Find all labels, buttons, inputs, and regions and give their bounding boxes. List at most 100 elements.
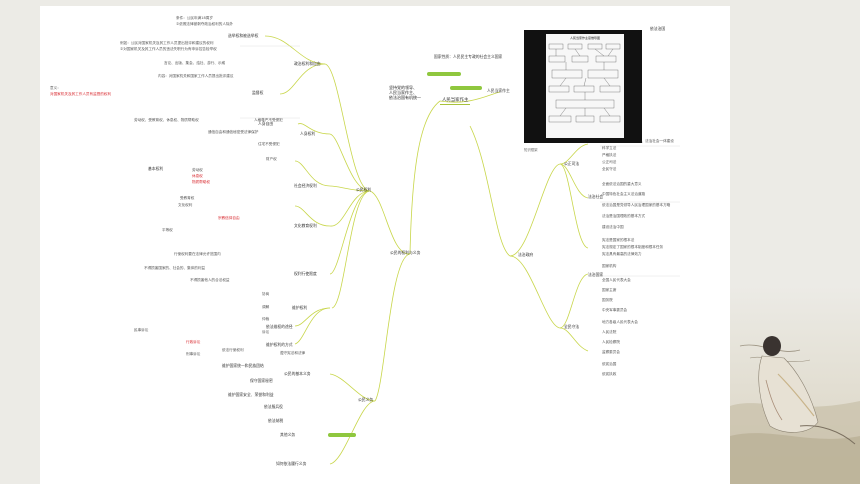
left-text-highlight: 对国家机关及其工作人员有监督的权利 (50, 92, 112, 96)
node-rights-main[interactable]: 公民权利 (356, 187, 372, 192)
thumbnail-caption: 知识框架 (524, 148, 538, 152)
node-r4[interactable]: 法治社会 (588, 194, 604, 199)
left-text: 刑事诉讼 (186, 352, 201, 356)
right-text: 建设法治中国 (602, 225, 624, 229)
left-text-highlight: 休息权 (192, 174, 203, 178)
right-text: 地方各级人民代表大会 (602, 320, 638, 324)
node-r-main[interactable]: 依法治国 (650, 26, 666, 31)
mindmap-thumbnail[interactable]: 人民当家作主思维导图 (524, 30, 642, 143)
left-text: 仲裁 (262, 317, 270, 321)
node-social-econ[interactable]: 社会经济权利 (294, 183, 317, 188)
thumbnail-diagram (548, 43, 621, 123)
node-rights-limit[interactable]: 权利行使限度 (294, 271, 317, 276)
pill-left (427, 72, 461, 76)
box-line-1: 坚持党的领导、 (389, 85, 417, 90)
node-law-ways[interactable]: 维护权利的方式 (266, 342, 293, 347)
node-r5[interactable]: 法治国家 (588, 272, 604, 277)
node-duties-main[interactable]: 公民义务 (358, 397, 374, 402)
node-unify[interactable]: 维护国家统一和民族团结 (222, 363, 264, 368)
left-text-highlight: 行政诉讼 (186, 340, 201, 344)
top-left-box: 坚持党的领导、 人民当家作主、 依法治国有机统一 (387, 84, 423, 101)
left-text: 不得损害他人的合法权益 (190, 278, 230, 282)
right-text: 宪法规定了国家的根本制度和根本任务 (602, 245, 664, 249)
node-freedom[interactable]: 人身权利 (300, 131, 316, 136)
node-personal[interactable]: 人身自由 (258, 121, 274, 126)
box-line-3: 依法治国有机统一 (389, 95, 421, 100)
left-text: 不得损害国家的、社会的、集体的利益 (144, 266, 206, 270)
left-text-highlight: 宗教信仰自由 (218, 216, 240, 220)
right-text: 法治是治国理政的基本方式 (602, 214, 646, 218)
left-text: 内容：对国家机关和国家工作人员提出批评建议 (158, 74, 234, 78)
left-text: 言论、出版、集会、结社、游行、示威 (164, 61, 226, 65)
left-text: 劳动权、受教育权、休息权、物质帮助权 (134, 118, 199, 122)
right-text: 科学立法 (602, 146, 617, 150)
center-bottom-topic[interactable]: 公民的权利与义务 (390, 250, 421, 255)
pill-bottom (328, 433, 356, 437)
left-text-highlight: 物质帮助权 (192, 180, 210, 184)
left-text: 调解 (262, 305, 270, 309)
node-culture[interactable]: 文化教育权利 (294, 223, 317, 228)
decorative-figure-painting (730, 286, 860, 484)
node-other-duty[interactable]: 其他义务 (280, 432, 296, 437)
node-duties-basic[interactable]: 公民的基本义务 (284, 371, 311, 376)
right-text: 国家主席 (602, 288, 617, 292)
left-text: 平等权 (162, 228, 173, 232)
left-text: 民事诉讼 (134, 328, 149, 332)
left-text: 人格尊严不受侵犯 (254, 118, 283, 122)
top-note: 国家性质：人民民主专政的社会主义国家 (434, 54, 503, 59)
pill-mid (450, 86, 482, 90)
right-text: 监察委员会 (602, 350, 620, 354)
left-text: 通信自由和通信秘密受法律保护 (208, 130, 259, 134)
node-secret[interactable]: 保守国家秘密 (250, 378, 273, 383)
node-security[interactable]: 维护国家安全、荣誉和利益 (228, 392, 274, 397)
thumbnail-title: 人民当家作主思维导图 (569, 36, 600, 40)
right-text: 宪法具有最高的法律效力 (602, 252, 642, 256)
mindmap-canvas: 国家性质：人民民主专政的社会主义国家 坚持党的领导、 人民当家作主、 依法治国有… (40, 6, 730, 484)
left-text: 条件：公民年满18周岁 (176, 16, 213, 20)
right-text: 全面依法治国的重大意义 (602, 182, 642, 186)
right-text: 公正司法 (602, 160, 617, 164)
node-tax[interactable]: 依法纳税 (268, 418, 284, 423)
left-text: 遵守宪法和法律 (280, 351, 306, 355)
left-text: ②依照法律被剥夺政治权利的人除外 (176, 22, 234, 26)
right-text: 依法治国是党领导人民治理国家的基本方略 (602, 203, 671, 207)
left-text: 受教育权 (180, 196, 195, 200)
node-military[interactable]: 依法服兵役 (264, 404, 283, 409)
right-text: 国家机构 (602, 264, 617, 268)
node-basic-rights[interactable]: 基本权利 (148, 166, 164, 171)
left-text: 文化权利 (178, 203, 193, 207)
left-text: 财产权 (266, 157, 277, 161)
left-text: 例如：公民对国家机关及其工作人员提出批评和建议的权利 (120, 41, 214, 45)
node-election[interactable]: 选举权和被选举权 (228, 33, 259, 38)
right-text: 国务院 (602, 298, 613, 302)
left-text: 住宅不受侵犯 (258, 142, 280, 146)
right-text: 全民守法 (602, 167, 617, 171)
right-text: 人民检察院 (602, 340, 620, 344)
box-line-2: 人民当家作主、 (389, 90, 417, 95)
right-text: 依宪执政 (602, 372, 617, 376)
thumbnail-page: 人民当家作主思维导图 (546, 34, 624, 138)
node-supervise[interactable]: 监督权 (252, 90, 264, 95)
right-text: 中国特色社会主义法治道路 (602, 192, 646, 196)
node-protect-rights[interactable]: 维护权利 (292, 305, 308, 310)
left-text: 诉讼 (262, 330, 270, 334)
mindmap-branches (240, 35, 680, 465)
left-text: 劳动权 (192, 168, 203, 172)
node-duties-perform[interactable]: 如何依法履行义务 (276, 461, 307, 466)
node-r2[interactable]: 公正司法 (564, 161, 580, 166)
left-text: 行使权利要在法律允许范围内 (174, 252, 221, 256)
left-text: 依法行使权利 (222, 348, 244, 352)
node-r3[interactable]: 全民守法 (564, 324, 580, 329)
left-text: ②对国家机关及其工作人员的违法失职行为有申诉控告检举权 (120, 47, 217, 51)
right-branch[interactable]: 人民当家作主 (487, 88, 510, 93)
central-topic[interactable]: 人民当家作主 (440, 98, 471, 105)
node-r1[interactable]: 法治政府 (518, 252, 534, 257)
right-text: 宪法是国家的根本法 (602, 238, 635, 242)
node-right-ways[interactable]: 依法维权的途径 (266, 324, 293, 329)
right-text: 全国人民代表大会 (602, 278, 631, 282)
left-text: 意义： (50, 86, 61, 90)
left-text: 协商 (262, 292, 270, 296)
right-text: 中央军事委员会 (602, 308, 628, 312)
right-text: 依宪治国 (602, 362, 617, 366)
node-political[interactable]: 政治权利和自由 (294, 61, 321, 66)
